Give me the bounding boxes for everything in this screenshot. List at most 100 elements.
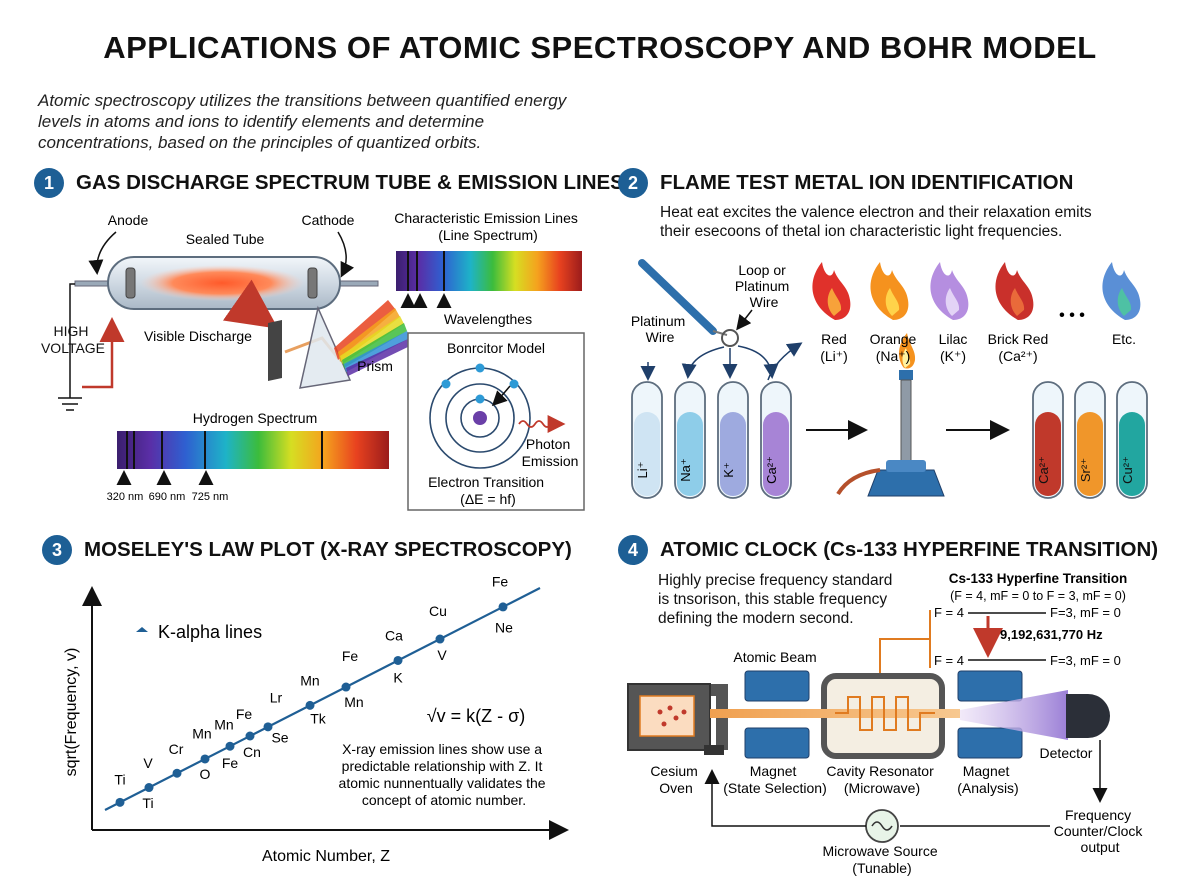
moseley-plot: Atomic Number, Z sqrt(Frequency, v) K-al…	[63, 573, 569, 865]
tube-ca-label: Ca²⁺	[764, 456, 779, 484]
x-axis-label: Atomic Number, Z	[262, 848, 390, 865]
tube-sr-result-label: Sr²⁺	[1078, 458, 1093, 482]
section-2-header: 2 FLAME TEST METAL ION IDENTIFICATION	[618, 168, 1073, 198]
data-point	[225, 741, 235, 751]
flame-red-name: Red	[821, 331, 847, 347]
moseley-formula: √v = k(Z - σ)	[427, 706, 525, 726]
wavelength-tick-3: 725 nm	[192, 491, 229, 503]
flame-brick-red-ion: (Ca²⁺)	[998, 348, 1037, 364]
data-point	[498, 602, 508, 612]
characteristic-spectrum-bar	[396, 251, 582, 291]
tube-cu-result-label: Cu²⁺	[1120, 456, 1135, 484]
point-label-below: Cn	[243, 744, 261, 760]
loop-label: Loop or Platinum Wire	[735, 262, 793, 310]
tube-na: Na⁺	[674, 381, 706, 499]
detector-beam	[960, 690, 1068, 740]
data-point	[263, 722, 273, 732]
flame-test-diagram: Loop or Platinum Wire Platinum Wire Li⁺ …	[631, 259, 1148, 499]
moseley-note: X-ray emission lines show use a predicta…	[339, 741, 550, 808]
counter-label: Frequency Counter/Clock output	[1054, 807, 1147, 855]
point-label-above: Ca	[385, 628, 403, 644]
visible-discharge-glow	[140, 265, 304, 301]
wavelength-tick-1: 320 nm	[107, 491, 144, 503]
cathode-label: Cathode	[302, 212, 355, 228]
tube-sr-result: Sr²⁺	[1074, 381, 1106, 499]
visible-discharge-label: Visible Discharge	[144, 328, 252, 344]
section-4-description: Highly precise frequency standard is tns…	[658, 572, 893, 627]
level-right-bottom: F=3, mF = 0	[1050, 653, 1121, 668]
flame-orange-name: Orange	[870, 331, 917, 347]
intro-text: Atomic spectroscopy utilizes the transit…	[38, 91, 567, 152]
wavelength-tick-2: 690 nm	[149, 491, 186, 503]
prism-label: Prism	[357, 358, 393, 374]
test-tubes-right: Ca²⁺ Sr²⁺ Cu²⁺	[1032, 381, 1148, 499]
data-point	[435, 634, 445, 644]
microwave-label: Microwave Source (Tunable)	[822, 843, 941, 876]
point-label-above: Fe	[342, 648, 359, 664]
tube-li: Li⁺	[631, 381, 663, 499]
data-point	[393, 655, 403, 665]
point-label-below: Fe	[222, 755, 239, 771]
point-label-above: Mn	[192, 725, 211, 741]
flame-orange	[870, 262, 909, 320]
point-label-above: Mn	[300, 672, 319, 688]
anode-label: Anode	[108, 212, 149, 228]
point-label-above: Lr	[270, 690, 283, 706]
flame-red	[812, 262, 851, 320]
hf-title: Cs-133 Hyperfine Transition	[949, 571, 1128, 586]
point-label-below: Ti	[142, 795, 153, 811]
section-3-title: MOSELEY'S LAW PLOT (X-RAY SPECTROSCOPY)	[84, 538, 572, 561]
level-left-top: F = 4	[934, 605, 964, 620]
bohr-title: Bonrcitor Model	[447, 340, 545, 356]
nucleus	[473, 411, 487, 425]
sealed-tube-label: Sealed Tube	[186, 231, 265, 247]
detector-label: Detector	[1040, 745, 1093, 761]
point-label-below: Tk	[310, 710, 327, 726]
atomic-beam-label: Atomic Beam	[733, 649, 816, 665]
slit	[268, 320, 282, 382]
data-point	[144, 783, 154, 793]
cavity-label: Cavity Resonator (Microwave)	[826, 763, 937, 796]
flame-lilac-name: Lilac	[939, 331, 968, 347]
section-4-header: 4 ATOMIC CLOCK (Cs-133 HYPERFINE TRANSIT…	[618, 535, 1158, 565]
magnet-state-label: Magnet (State Selection)	[723, 763, 827, 796]
section-1-header: 1 GAS DISCHARGE SPECTRUM TUBE & EMISSION…	[34, 168, 624, 198]
point-label-above: Fe	[492, 573, 509, 589]
point-label-above: V	[143, 755, 153, 771]
flame-brick-red-name: Brick Red	[988, 331, 1049, 347]
magnet-analysis-top	[957, 670, 1023, 702]
data-point	[172, 768, 182, 778]
point-label-above: Cr	[169, 741, 184, 757]
electron-transition-label: Electron Transition (ΔE = hf)	[428, 474, 548, 507]
flame-lilac	[930, 262, 969, 320]
prism	[299, 305, 352, 389]
data-point	[341, 682, 351, 692]
flame-red-ion: (Li⁺)	[820, 348, 848, 364]
point-label-above: Mn	[214, 716, 233, 732]
char-lines-label: Characteristic Emission Lines (Line Spec…	[394, 210, 582, 243]
legend-label: K-alpha lines	[158, 622, 262, 642]
bunsen-burner	[867, 333, 945, 497]
section-4-title: ATOMIC CLOCK (Cs-133 HYPERFINE TRANSITIO…	[660, 538, 1159, 561]
tube-li-label: Li⁺	[635, 462, 650, 479]
hydrogen-spectrum-bar	[117, 431, 389, 469]
page-title: APPLICATIONS OF ATOMIC SPECTROSCOPY AND …	[103, 30, 1097, 65]
point-label-above: Ti	[114, 771, 125, 787]
hf-subtitle: (F = 4, mF = 0 to F = 3, mF = 0)	[950, 589, 1126, 603]
ellipsis: • • •	[1059, 307, 1085, 324]
point-label-above: Cu	[429, 603, 447, 619]
section-3-header: 3 MOSELEY'S LAW PLOT (X-RAY SPECTROSCOPY…	[42, 535, 572, 565]
tube-ca-result-label: Ca²⁺	[1036, 456, 1051, 484]
level-right-top: F=3, mF = 0	[1050, 605, 1121, 620]
cathode-electrode	[307, 267, 318, 299]
tube-ca: Ca²⁺	[760, 381, 792, 499]
flame-brick-red	[995, 262, 1034, 320]
discharge-tube-diagram: Anode Cathode Sealed Tube HIGH VOLTAGE V…	[41, 210, 585, 511]
point-label-below: V	[437, 647, 447, 663]
platinum-wire-label: Platinum Wire	[631, 313, 689, 345]
level-left-bottom: F = 4	[934, 653, 964, 668]
point-label-below: O	[200, 766, 211, 782]
flame-orange-ion: (Na⁺)	[876, 348, 911, 364]
